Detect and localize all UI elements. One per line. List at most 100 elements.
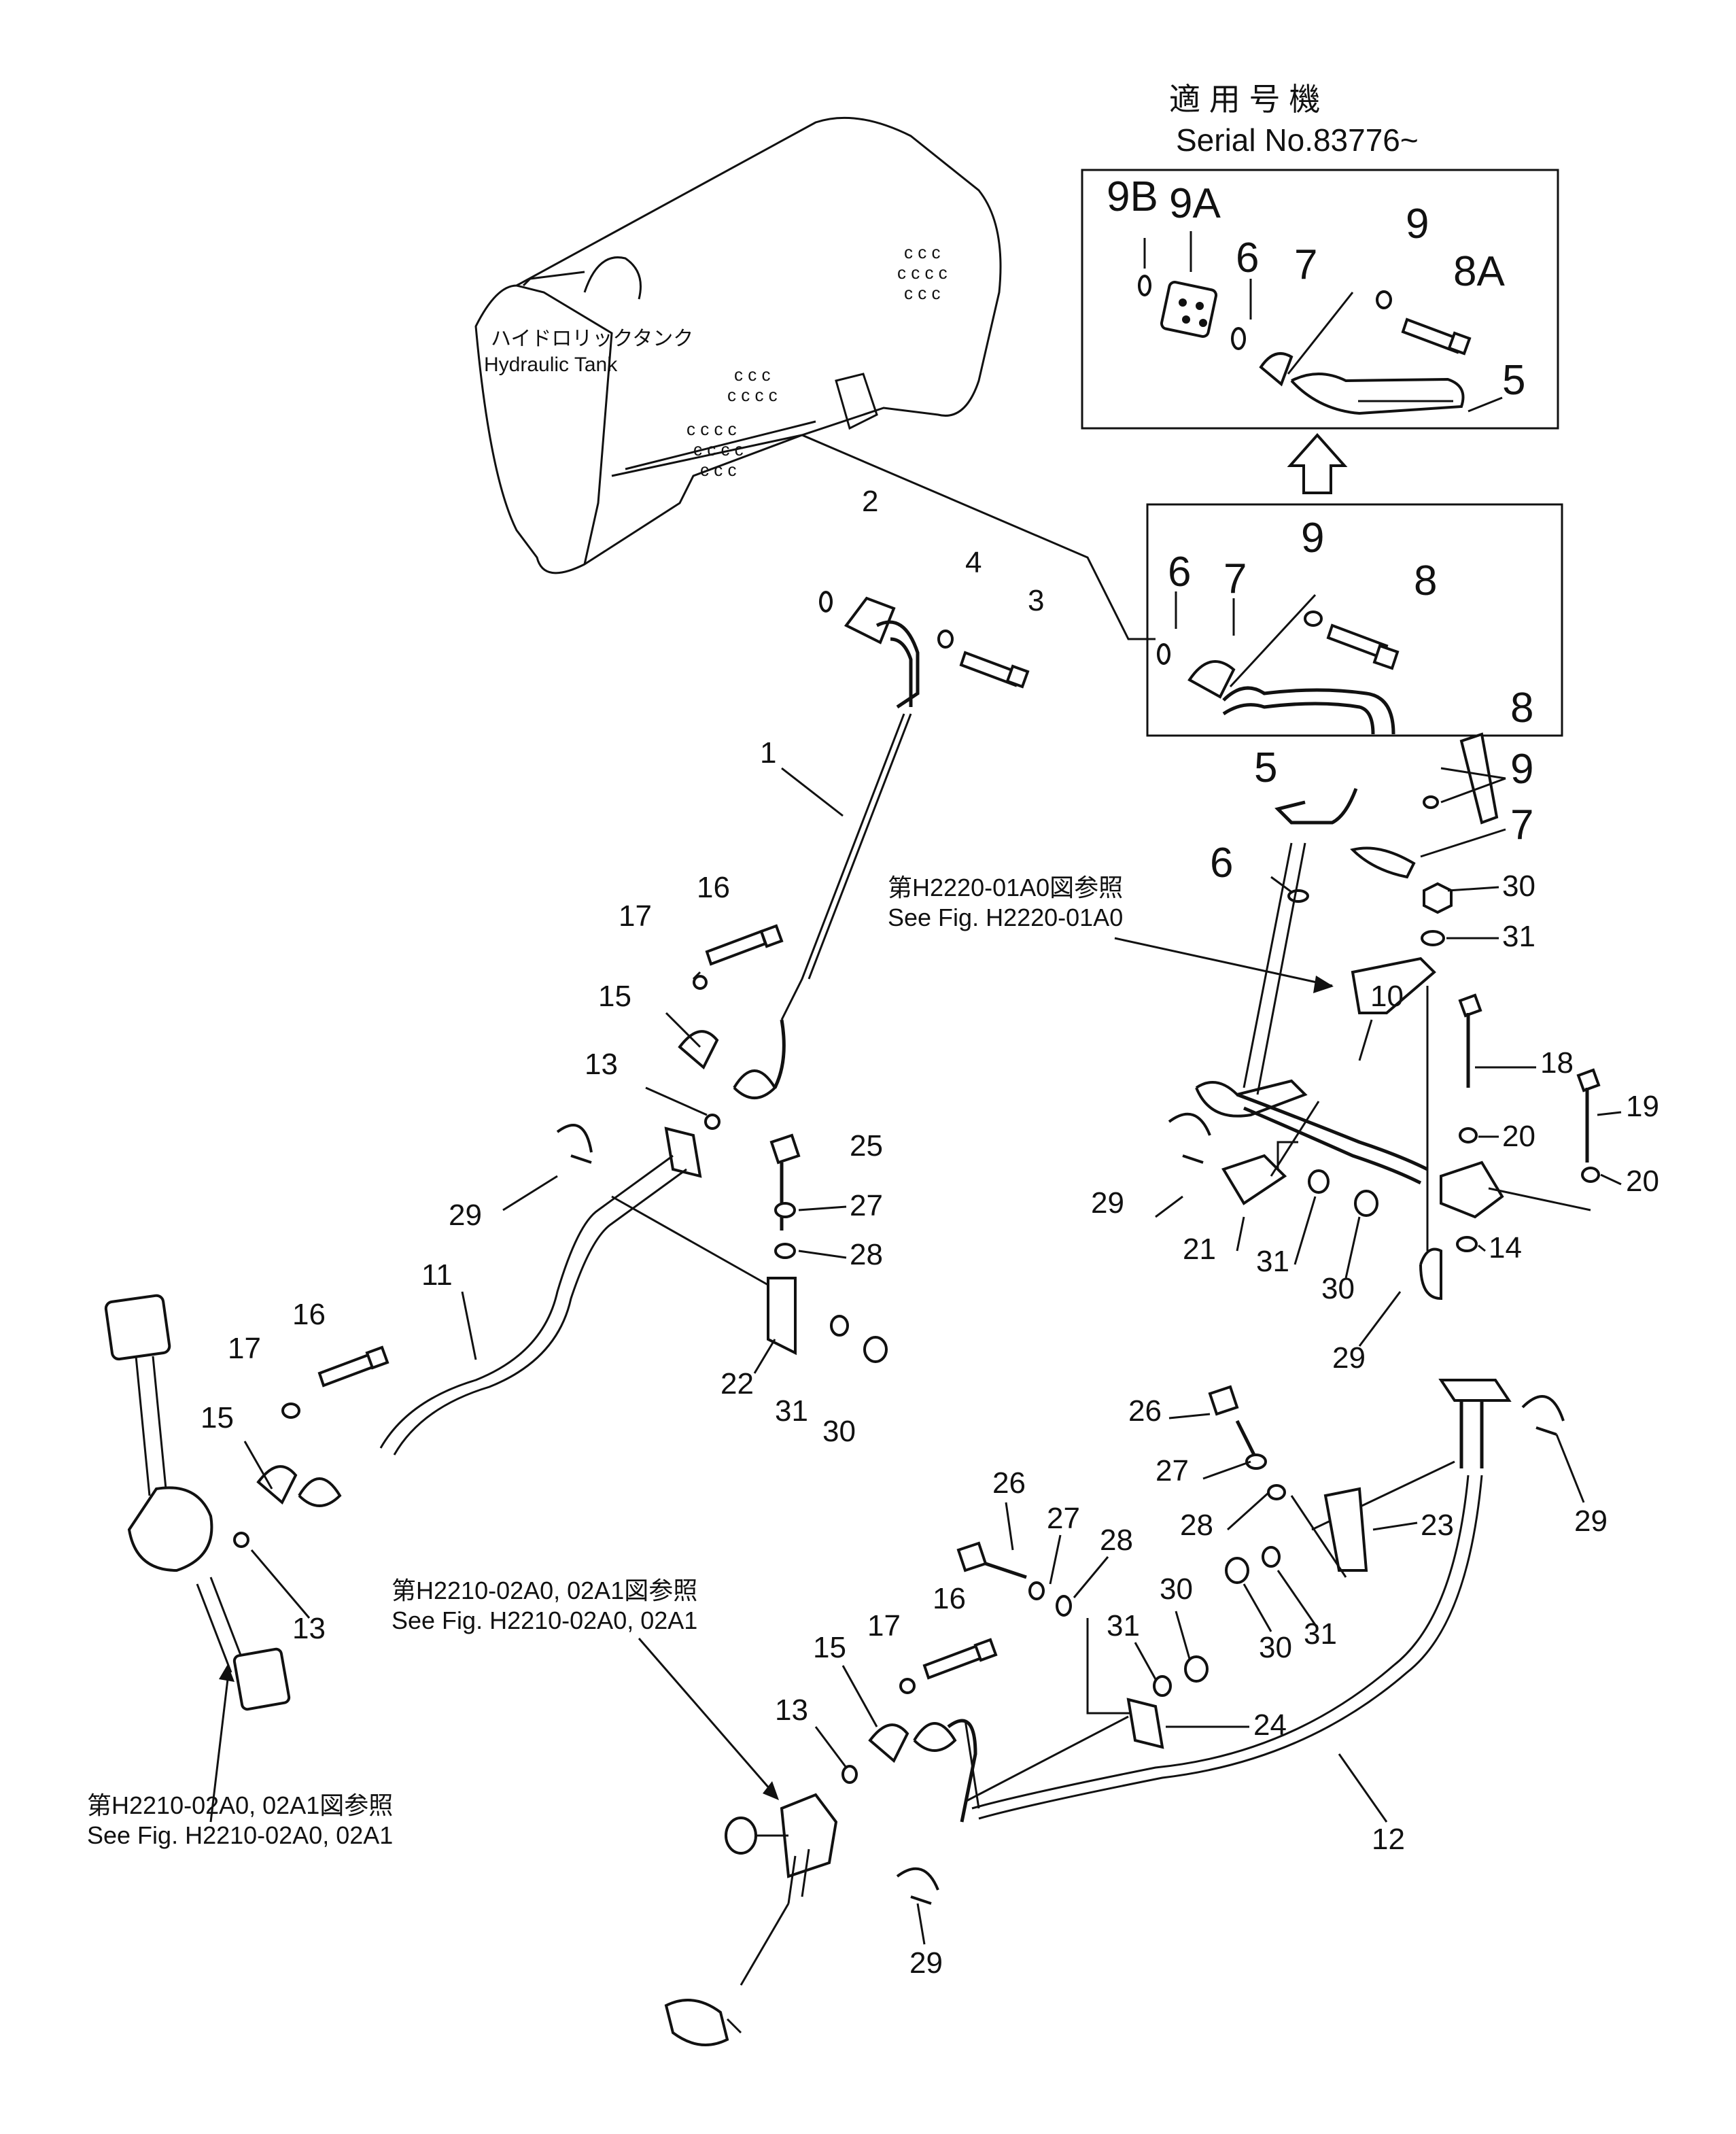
callout-8: 8: [1414, 557, 1437, 604]
callout-17: 17: [619, 899, 652, 933]
tank-bolt-pattern: c c cc c c cc c c c c cc c c c c c c cc …: [687, 242, 948, 480]
callout-28: 28: [1180, 1509, 1213, 1542]
callout-22: 22: [721, 1367, 754, 1400]
svg-text:c c c: c c c: [904, 283, 940, 303]
serial-number-heading: Serial No.83776~: [1176, 122, 1419, 158]
hydraulic-tank: [474, 116, 1156, 640]
callout-19: 19: [1626, 1090, 1659, 1123]
callout-17: 17: [867, 1609, 901, 1642]
callout-31: 31: [1256, 1245, 1289, 1278]
callout-9b: 9B: [1107, 173, 1158, 220]
callout-6: 6: [1236, 235, 1259, 281]
pipe-11-assembly: [379, 1124, 769, 1456]
callout-27: 27: [1047, 1502, 1080, 1535]
lower-valve-assembly: [664, 1793, 838, 2046]
callout-16: 16: [697, 871, 730, 904]
arrow-head-icon: [1313, 976, 1334, 993]
callout-26: 26: [1128, 1394, 1162, 1428]
svg-text:c c c: c c c: [700, 460, 736, 480]
callout-25: 25: [850, 1129, 883, 1163]
callout-27: 27: [1156, 1454, 1189, 1487]
callout-9: 9: [1510, 746, 1533, 793]
applicability-heading: 適 用 号 機: [1169, 82, 1320, 117]
callout-14: 14: [1489, 1231, 1522, 1264]
right-upper-hardware: [1274, 732, 1499, 946]
callout-24: 24: [1253, 1708, 1287, 1742]
callout-1: 1: [760, 736, 776, 770]
standard-variant-parts: [1157, 593, 1400, 735]
callout-5: 5: [1502, 357, 1525, 404]
callout-15: 15: [598, 980, 631, 1013]
callout-20: 20: [1502, 1120, 1535, 1153]
leader-h2220: [1114, 937, 1333, 987]
bracket-24-hardware: [956, 1541, 1209, 1803]
callout-20: 20: [1626, 1165, 1659, 1198]
pipe-12-lower-fittings: [841, 1638, 998, 1905]
callout-31: 31: [1107, 1609, 1140, 1642]
callout-10: 10: [1370, 980, 1404, 1013]
svg-text:c c c c: c c c c: [687, 419, 737, 439]
clamp-hardware-22: [767, 1133, 888, 1363]
arrow-up-icon: [1287, 432, 1348, 494]
callout-23: 23: [1421, 1509, 1454, 1542]
callout-15: 15: [813, 1631, 846, 1664]
callout-31: 31: [1304, 1617, 1337, 1651]
ref-h2210-left-jp: 第H2210-02A0, 02A1図参照: [87, 1791, 393, 1819]
callout-30: 30: [1160, 1572, 1193, 1606]
callout-11: 11: [421, 1258, 453, 1292]
callout-5: 5: [1254, 744, 1277, 791]
pipe-1-lower-fittings: [678, 924, 786, 1130]
bracket-23-hardware: [1208, 1385, 1368, 1584]
serial-variant-parts: [1138, 275, 1503, 415]
arrow-head-icon: [219, 1664, 235, 1682]
left-valve-assembly: [104, 1294, 291, 1711]
callout-30: 30: [1259, 1631, 1292, 1664]
svg-text:c c c: c c c: [904, 242, 940, 262]
callout-9: 9: [1301, 515, 1324, 562]
callout-6: 6: [1210, 840, 1233, 887]
serial-variant-box: [1081, 169, 1559, 430]
pipe-12-assembly: [964, 1379, 1565, 1820]
bolts-18-19-20: [1456, 993, 1601, 1252]
callout-13: 13: [775, 1693, 808, 1727]
callout-8: 8: [1510, 685, 1533, 732]
standard-variant-box: [1146, 503, 1563, 737]
leader-left-ref: [209, 1679, 229, 1823]
callout-9a: 9A: [1169, 180, 1221, 227]
leader-h2210-mid: [638, 1638, 776, 1795]
callout-4: 4: [965, 546, 982, 579]
callout-26: 26: [992, 1466, 1026, 1500]
svg-text:c c c c: c c c c: [693, 439, 744, 460]
callout-30: 30: [1321, 1272, 1355, 1305]
svg-text:c c c c: c c c c: [727, 385, 778, 405]
callout-7: 7: [1223, 555, 1247, 602]
callout-31: 31: [1502, 920, 1535, 953]
callout-31: 31: [775, 1394, 808, 1428]
callout-29: 29: [1574, 1504, 1608, 1538]
callout-13: 13: [585, 1048, 618, 1081]
tank-label-en: Hydraulic Tank: [484, 354, 618, 376]
callout-12: 12: [1372, 1823, 1405, 1856]
callout-8a: 8A: [1453, 248, 1505, 295]
ref-h2210-mid-jp: 第H2210-02A0, 02A1図参照: [392, 1577, 697, 1604]
callout-21: 21: [1183, 1233, 1216, 1266]
callout-28: 28: [1100, 1524, 1133, 1557]
tank-label-jp: ハイドロリックタンク: [491, 328, 693, 350]
callout-6: 6: [1168, 549, 1191, 596]
pipe-1-assembly: [780, 591, 1030, 1020]
callout-30: 30: [1502, 870, 1535, 903]
ref-h2220-en: See Fig. H2220-01A0: [888, 903, 1123, 931]
callout-7: 7: [1510, 802, 1533, 848]
callout-7: 7: [1294, 241, 1317, 288]
callout-2: 2: [862, 485, 878, 518]
ref-h2210-left-en: See Fig. H2210-02A0, 02A1: [87, 1821, 393, 1849]
clamp-hardware-21: [1308, 986, 1442, 1301]
ref-h2210-mid-en: See Fig. H2210-02A0, 02A1: [392, 1606, 697, 1634]
callout-16: 16: [292, 1298, 326, 1331]
callout-15: 15: [201, 1401, 234, 1434]
arrow-head-icon: [763, 1781, 779, 1800]
callout-16: 16: [933, 1582, 966, 1615]
svg-text:c c c c: c c c c: [897, 262, 948, 283]
callout-29: 29: [1332, 1341, 1366, 1375]
